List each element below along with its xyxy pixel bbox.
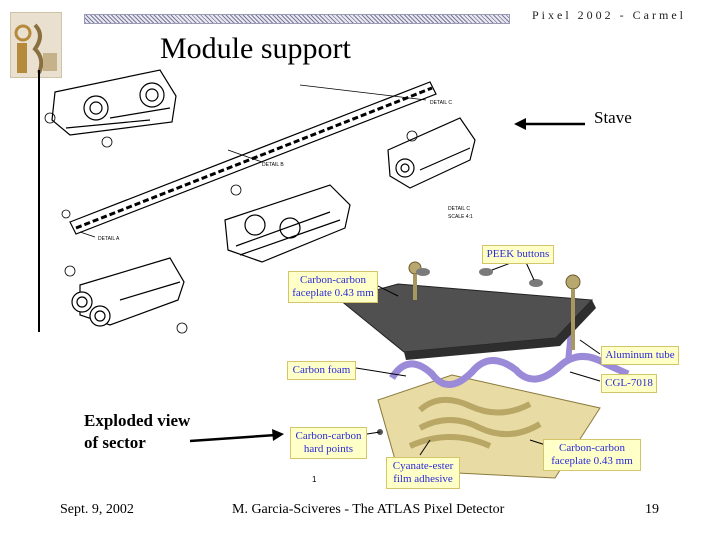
module-drawing-top <box>51 69 177 136</box>
callout-cyanate-ester: Cyanate-ester film adhesive <box>386 457 460 489</box>
logo <box>10 12 62 78</box>
svg-text:SCALE 4:1: SCALE 4:1 <box>448 214 473 220</box>
page-number: 19 <box>645 502 659 517</box>
svg-text:DETAIL C: DETAIL C <box>430 100 452 106</box>
svg-text:1: 1 <box>312 475 317 484</box>
callout-faceplate-bottom: Carbon-carbon faceplate 0.43 mm <box>543 439 641 471</box>
svg-text:DETAIL C: DETAIL C <box>448 206 470 212</box>
footer-date: Sept. 9, 2002 <box>60 502 134 517</box>
module-drawing-right <box>387 117 476 189</box>
exploded-label-line2: of sector <box>84 433 146 452</box>
callout-faceplate-top: Carbon-carbon faceplate 0.43 mm <box>288 271 378 303</box>
exploded-view-label: Exploded view of sector <box>84 410 190 454</box>
conference-header: Pixel 2002 - Carmel <box>532 8 686 22</box>
stave-drawing <box>69 81 437 238</box>
slide-title: Module support <box>160 32 351 65</box>
callout-cgl: CGL-7018 <box>601 374 657 393</box>
stave-label: Stave <box>594 108 632 127</box>
header-rule <box>84 14 510 24</box>
callout-carbon-foam: Carbon foam <box>287 361 356 380</box>
exploded-label-line1: Exploded view <box>84 411 191 430</box>
callout-hard-points: Carbon-carbon hard points <box>290 427 367 459</box>
callout-aluminum-tube: Aluminum tube <box>601 346 679 365</box>
module-drawing-middle <box>224 184 351 263</box>
module-drawing-bottom <box>71 257 185 327</box>
svg-text:DETAIL B: DETAIL B <box>262 162 284 168</box>
svg-text:DETAIL A: DETAIL A <box>98 236 120 242</box>
footer-author: M. Garcia-Sciveres - The ATLAS Pixel Det… <box>232 502 505 517</box>
callout-peek-buttons: PEEK buttons <box>482 245 554 264</box>
